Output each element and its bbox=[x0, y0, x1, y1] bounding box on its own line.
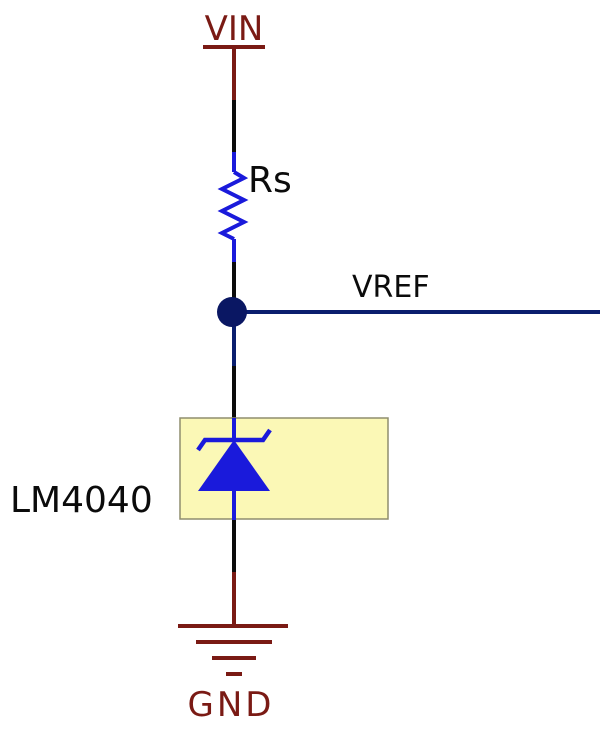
vref-label: VREF bbox=[352, 270, 430, 305]
vref-junction-dot bbox=[217, 297, 247, 327]
diode-body bbox=[179, 417, 389, 520]
gnd-power-port: GND bbox=[178, 572, 288, 725]
rs-label: Rs bbox=[248, 160, 292, 201]
diode-lm4040: LM4040 bbox=[10, 417, 389, 521]
vin-label: VIN bbox=[205, 9, 264, 49]
diode-label: LM4040 bbox=[10, 480, 153, 521]
gnd-label: GND bbox=[188, 685, 275, 725]
resistor-rs: Rs bbox=[217, 152, 292, 262]
vref-net: VREF bbox=[234, 270, 600, 314]
diode-triangle bbox=[198, 440, 270, 491]
vin-power-port: VIN bbox=[203, 9, 265, 100]
rs-zigzag bbox=[217, 170, 249, 241]
